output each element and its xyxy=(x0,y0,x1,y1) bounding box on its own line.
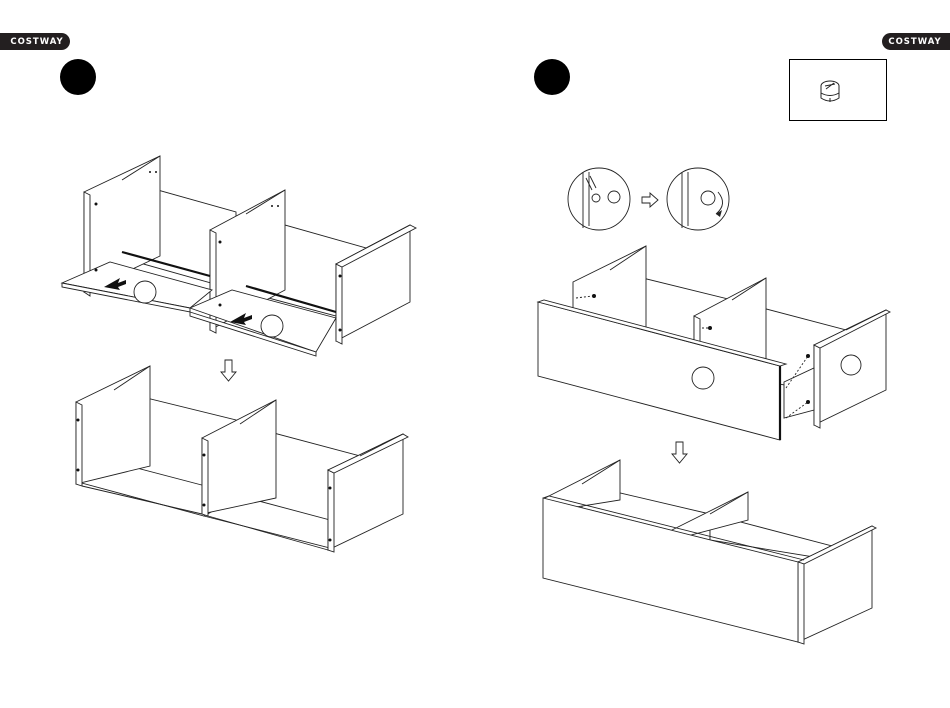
right-detail-circles xyxy=(568,168,729,230)
down-outline-arrow xyxy=(221,360,236,381)
right-mid-assembly xyxy=(538,246,890,440)
left-top-assembly xyxy=(62,156,416,356)
right-outline-arrow xyxy=(642,193,658,207)
left-bottom-assembly xyxy=(76,366,408,552)
down-outline-arrow-right xyxy=(672,442,687,463)
right-bottom-assembly xyxy=(543,460,876,644)
